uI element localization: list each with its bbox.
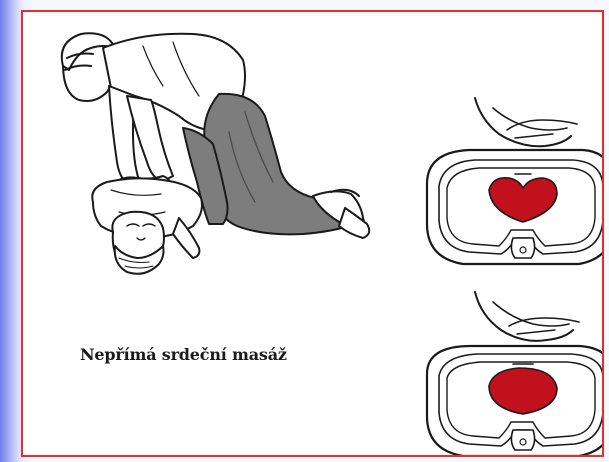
caption-text: Nepřímá srdeční masáž: [80, 345, 287, 364]
patient-figure: [92, 178, 202, 273]
slide-frame: Nepřímá srdeční masáž: [21, 10, 604, 457]
chest-cross-section-top: [427, 98, 602, 264]
cpr-illustration: [23, 12, 602, 455]
chest-cross-section-bottom: [427, 292, 602, 455]
